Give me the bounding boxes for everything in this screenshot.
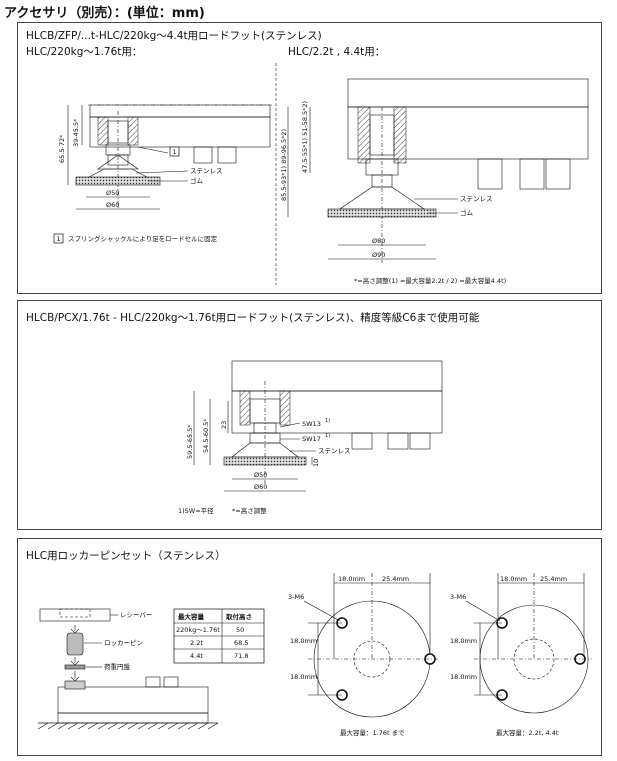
p2-dia-inner: Ø50 xyxy=(254,471,267,479)
rocker-pin-exploded-view: レシーバー ロッカーピン 荷重円盤 xyxy=(37,608,219,730)
table-cell-r1c1: 68.5 xyxy=(234,639,248,647)
table-cell-r2c0: 4.4t xyxy=(190,652,203,660)
left-dia-outer: Ø60 xyxy=(106,201,119,209)
p2-footnote-height: *=高さ調整 xyxy=(232,506,267,515)
left-disk-hole-label: 3-M6 xyxy=(288,593,304,601)
right-disk-hole-label: 3-M6 xyxy=(450,593,466,601)
left-dim-thread: 39-45.5* xyxy=(72,118,80,147)
mounting-disk-left: 18.0mm 25.4mm 3-M6 18.0mm 18.0mm 最大容量：1.… xyxy=(288,573,438,737)
rocker-pin-part xyxy=(66,632,84,656)
left-label-steel: ステンレス xyxy=(190,167,223,175)
p2-label-sw17: SW17 xyxy=(302,435,321,443)
left-disk-dim-b: 25.4mm xyxy=(382,575,409,583)
p2-dia-outer: Ø60 xyxy=(254,483,267,491)
right-disk-dim-a: 18.0mm xyxy=(500,575,527,583)
left-disk-dim-c: 18.0mm xyxy=(290,637,317,645)
p2-sup-sw17: 1) xyxy=(325,433,330,439)
panel1-title: HLCB/ZFP/...t-HLC/220kg～4.4t用ロードフット(ステンレ… xyxy=(26,30,322,42)
label-receiver: レシーバー xyxy=(120,611,152,619)
left-disk-caption: 最大容量：1.76t まで xyxy=(340,728,405,737)
left-dia-inner: Ø50 xyxy=(106,189,119,197)
p2-dim-foot: 10 xyxy=(312,459,320,467)
table-cell-r1c0: 2.2t xyxy=(190,639,203,647)
right-label-rubber: ゴム xyxy=(460,208,474,217)
right-disk-dim-b: 25.4mm xyxy=(540,575,567,583)
load-disk-part xyxy=(64,664,86,670)
panel3-title: HLC用ロッカーピンセット（ステンレス） xyxy=(26,550,226,562)
panel2-drawing: HLCB/PCX/1.76t - HLC/220kg～1.76t用ロードフット(… xyxy=(26,311,480,515)
note-badge-1 xyxy=(169,146,180,157)
right-dia-inner: Ø80 xyxy=(372,237,385,245)
p2-dim-small: 23 xyxy=(220,421,228,429)
p2-label-steel: ステンレス xyxy=(318,447,351,455)
panel2-title: HLCB/PCX/1.76t - HLC/220kg～1.76t用ロードフット(… xyxy=(26,311,480,324)
page-title: アクセサリ（別売）：(単位：mm) xyxy=(4,6,205,21)
left-label-rubber: ゴム xyxy=(190,176,204,185)
mounting-disk-right: 18.0mm 25.4mm 3-M6 18.0mm 18.0mm 最大容量：2.… xyxy=(450,573,592,737)
panel3-drawing: HLC用ロッカーピンセット（ステンレス） レシーバー ロッカーピン 荷重円盤 xyxy=(26,550,592,737)
panel1-left-subtitle: HLC/220kg～1.76t用： xyxy=(26,46,142,58)
p2-dim-mid: 54.5-60.5* xyxy=(202,418,210,453)
p2-dim-total: 59.5-65.5* xyxy=(186,424,194,459)
p2-footnote-sw: 1)SW=平径 xyxy=(178,506,214,515)
left-note-text: スプリングシャックルにより足をロードセルに固定 xyxy=(68,234,218,243)
table-cell-r2c1: 71.8 xyxy=(234,652,248,660)
receiver-part xyxy=(39,608,111,622)
right-dim-thread: 47.5-55*1) 51-58.5*2) xyxy=(301,101,309,173)
p2-label-sw13: SW13 xyxy=(302,420,321,428)
table-cell-r0c1: 50 xyxy=(236,626,244,634)
right-footnote: *=高さ調整(1) =最大容量2.2t / 2) =最大容量4.4t) xyxy=(354,276,506,285)
right-disk-dim-d: 18.0mm xyxy=(450,673,477,681)
p2-sup-sw13: 1) xyxy=(325,418,330,424)
panel1-right-subtitle: HLC/2.2t , 4.4t用： xyxy=(288,46,385,58)
right-dim-total: 85.5-93*1) 89-96.5*2) xyxy=(280,129,288,201)
right-dia-outer: Ø90 xyxy=(372,251,385,259)
left-dim-total: 65.5-72* xyxy=(58,134,66,163)
left-disk-dim-d: 18.0mm xyxy=(290,673,317,681)
right-label-steel: ステンレス xyxy=(460,195,493,203)
mounting-height-table: 最大容量 取付高さ 220kg～1.76t 50 2.2t 68.5 4.4t … xyxy=(173,608,265,664)
right-disk-caption: 最大容量：2.2t, 4.4t xyxy=(496,728,559,737)
right-disk-dim-c: 18.0mm xyxy=(450,637,477,645)
note-badge-legend xyxy=(53,233,64,244)
note-badge-legend-number: 1 xyxy=(57,235,61,243)
table-cell-r0c0: 220kg～1.76t xyxy=(176,626,220,634)
panel-rocker-pin-set: HLC用ロッカーピンセット（ステンレス） レシーバー ロッカーピン 荷重円盤 xyxy=(17,538,602,756)
load-cell-body xyxy=(89,104,271,118)
label-rocker-pin: ロッカーピン xyxy=(104,639,143,647)
note-badge-number: 1 xyxy=(173,148,177,156)
label-load-disk: 荷重円盤 xyxy=(104,662,131,671)
table-header-height: 取付高さ xyxy=(226,612,252,621)
load-foot-small-drawing: 1 65.5-72* 39-45.5* ステンレス ゴム Ø50 Ø60 1 ス… xyxy=(53,104,273,244)
table-header-capacity: 最大容量 xyxy=(178,612,205,621)
left-disk-dim-a: 18.0mm xyxy=(338,575,365,583)
panel-load-foot-hlcb-zfp: HLCB/ZFP/...t-HLC/220kg～4.4t用ロードフット(ステンレ… xyxy=(17,22,602,294)
panel1-drawing: HLCB/ZFP/...t-HLC/220kg～4.4t用ロードフット(ステンレ… xyxy=(26,30,589,285)
panel-load-foot-hlcb-pcx: HLCB/PCX/1.76t - HLC/220kg～1.76t用ロードフット(… xyxy=(17,300,602,530)
load-foot-large-drawing: 85.5-93*1) 89-96.5*2) 47.5-55*1) 51-58.5… xyxy=(280,78,589,285)
